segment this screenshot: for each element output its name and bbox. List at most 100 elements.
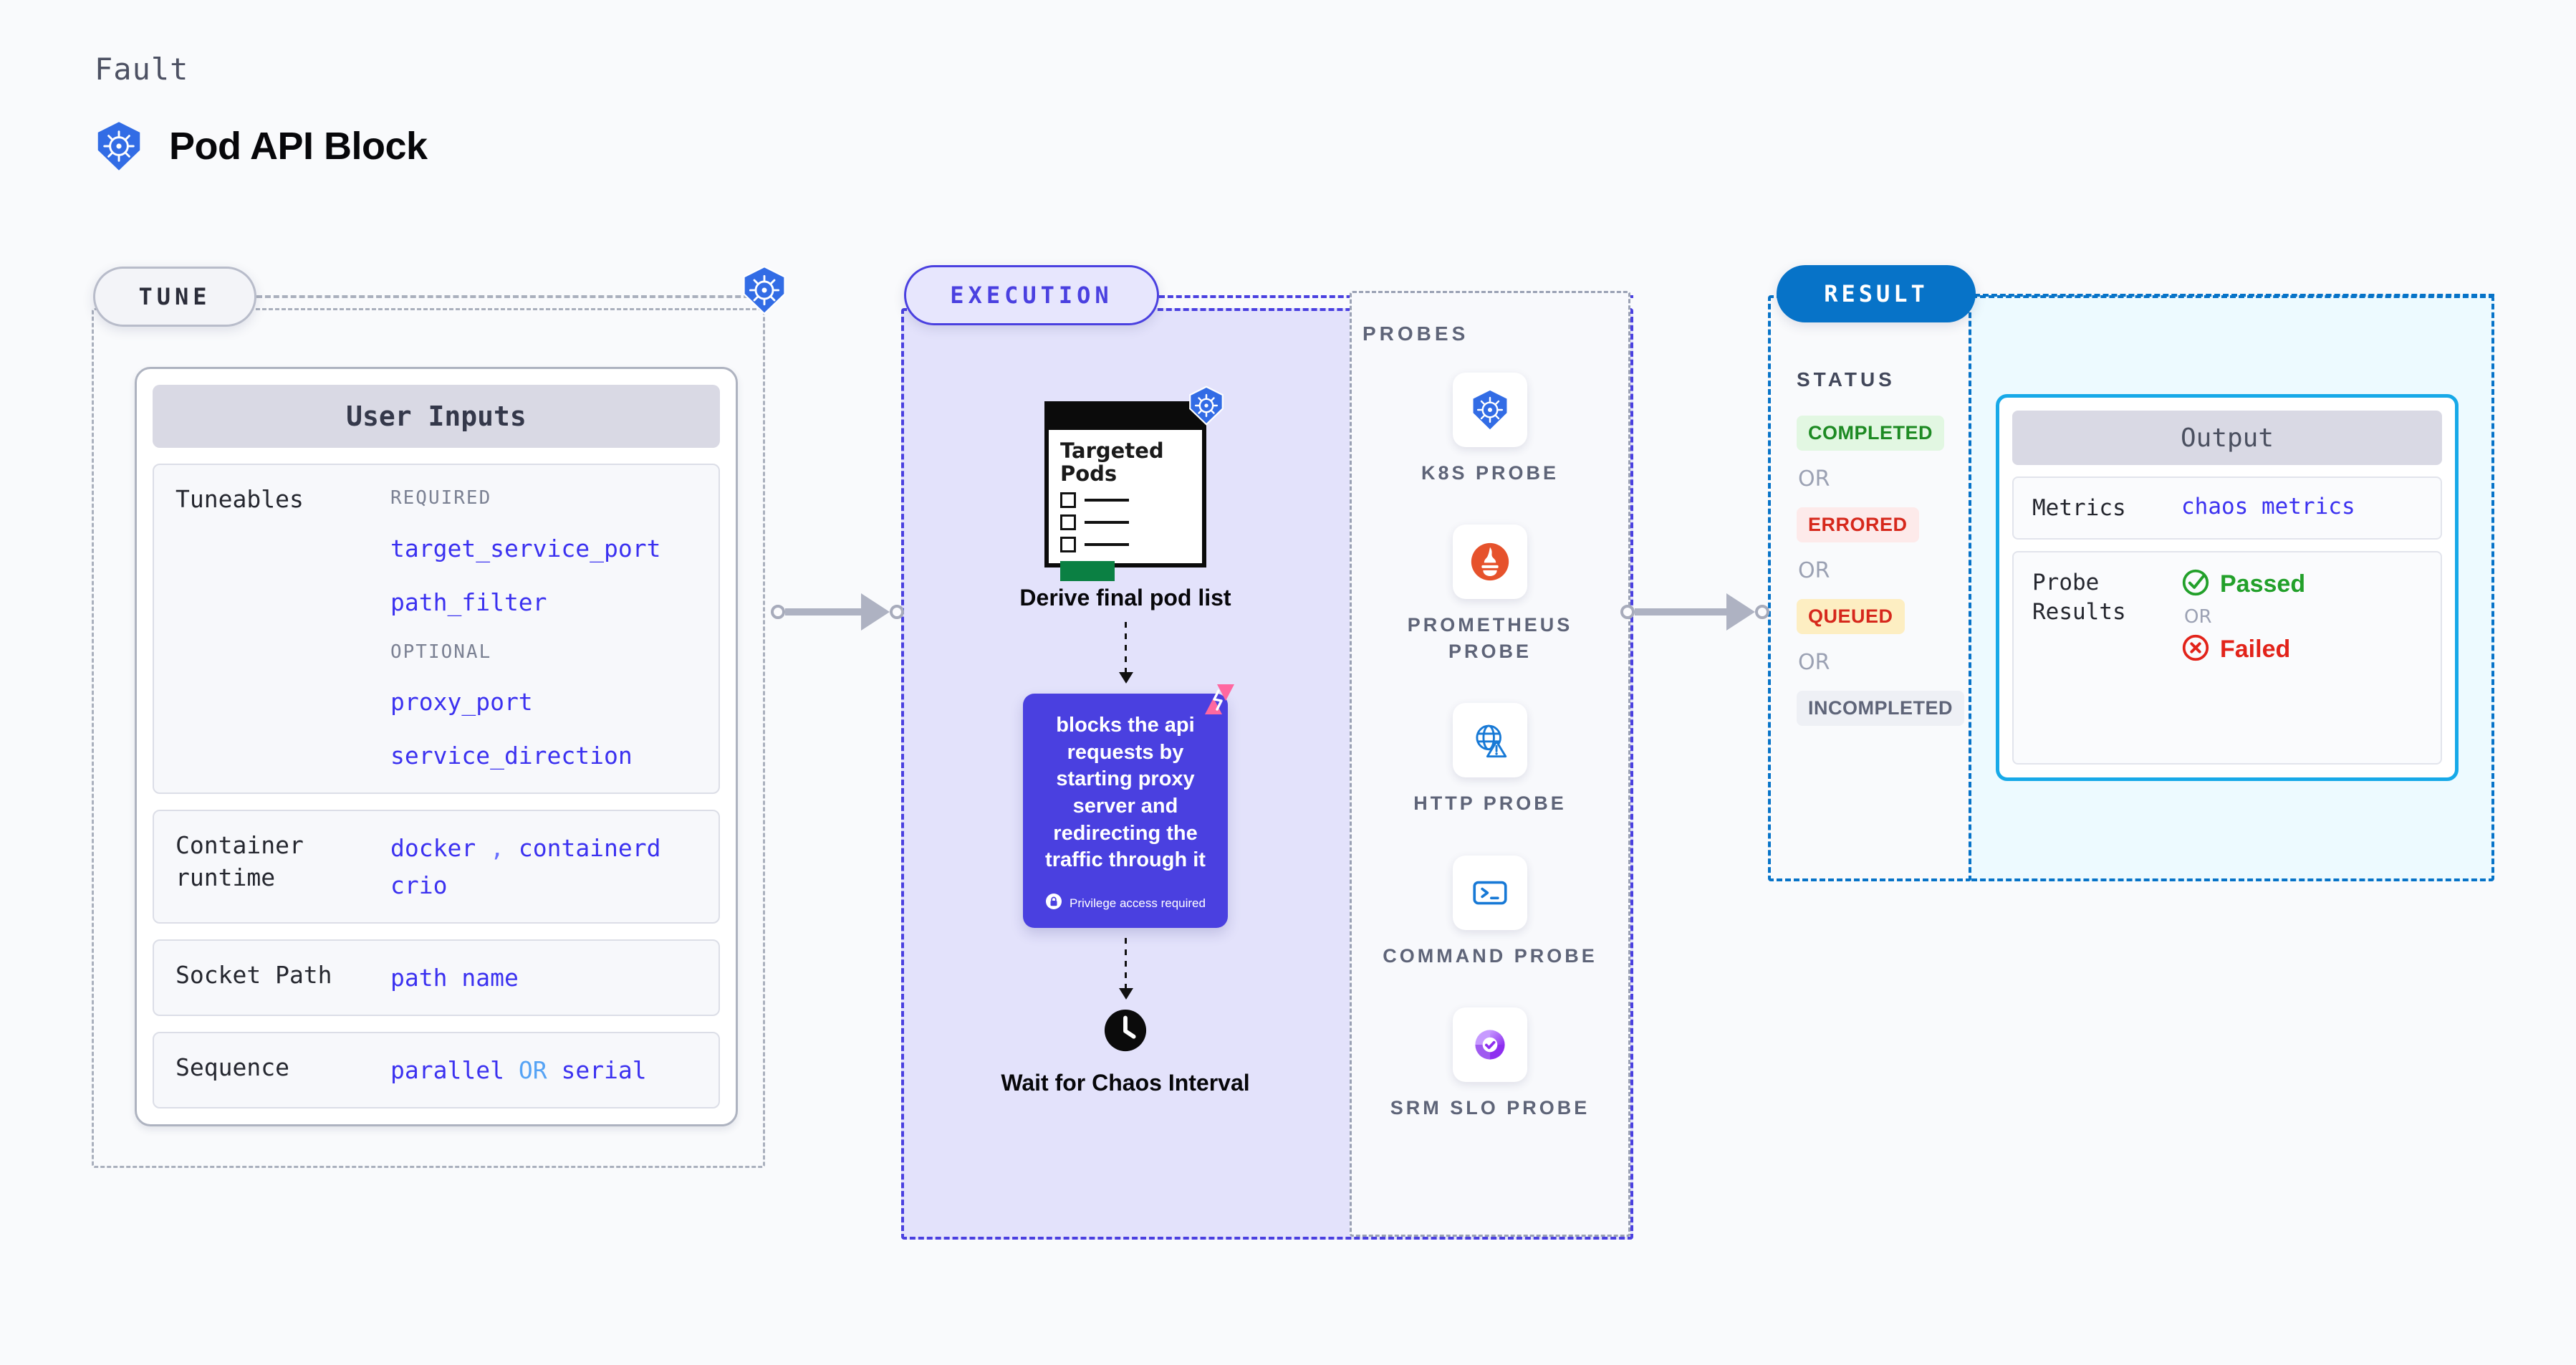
- status-badge-errored: ERRORED: [1797, 507, 1919, 542]
- socket-path-value[interactable]: path name: [390, 963, 519, 992]
- connector-end-dot: [890, 605, 904, 619]
- status-or: OR: [1798, 466, 1830, 492]
- probe-results-row: Probe Results Passed OR: [2012, 551, 2442, 765]
- socket-path-row: Socket Path path name: [153, 939, 720, 1016]
- tuneable-service-direction[interactable]: service_direction: [390, 742, 633, 770]
- pods-row: [1060, 514, 1191, 530]
- pods-row: [1060, 536, 1191, 552]
- probe-label: HTTP PROBE: [1413, 792, 1567, 815]
- runtime-crio[interactable]: crio: [390, 871, 448, 899]
- x-circle-icon: [2181, 633, 2210, 666]
- checkbox-icon: [1060, 492, 1076, 508]
- probe-label: PROMETHEUS PROBE: [1407, 614, 1573, 662]
- output-card: Output Metrics chaos metrics Probe Resul…: [1996, 394, 2459, 781]
- runtime-containerd[interactable]: containerd: [518, 834, 661, 863]
- flow-arrow: [1118, 938, 1133, 1000]
- probe-item-k8s[interactable]: K8S PROBE: [1383, 373, 1597, 486]
- status-list: STATUS COMPLETED OR ERRORED OR QUEUED OR…: [1797, 368, 1983, 726]
- connector-bar: [1635, 608, 1728, 616]
- tune-panel: [92, 308, 765, 1168]
- sequence-parallel[interactable]: parallel: [390, 1055, 504, 1084]
- metrics-label: Metrics: [2032, 495, 2126, 521]
- fault-kicker: Fault: [95, 52, 189, 87]
- probe-results-or: OR: [2184, 606, 2212, 628]
- connector-arrow-head: [1726, 593, 1755, 631]
- output-title: Output: [2012, 411, 2442, 465]
- status-badge-queued: QUEUED: [1797, 599, 1905, 634]
- sequence-operator: OR: [518, 1055, 547, 1084]
- probe-results-label: Probe Results: [2032, 570, 2126, 625]
- targeted-pods-card: Targeted Pods: [1044, 385, 1224, 581]
- action-description: blocks the api requests by starting prox…: [1045, 714, 1206, 872]
- flow-arrow-head: [1118, 988, 1133, 1000]
- container-runtime-row: Container runtime docker , containerd cr…: [153, 810, 720, 924]
- derive-pod-list-label: Derive final pod list: [1019, 585, 1231, 610]
- page-title: Pod API Block: [169, 125, 428, 168]
- probe-label: COMMAND PROBE: [1383, 944, 1597, 967]
- wait-for-chaos-interval-label: Wait for Chaos Interval: [1001, 1070, 1250, 1096]
- status-or: OR: [1798, 558, 1830, 583]
- status-badge-completed: COMPLETED: [1797, 416, 1945, 451]
- connector-start-dot: [771, 605, 785, 619]
- probe-results-values: Passed OR Failed: [2181, 568, 2305, 747]
- checkbox-icon: [1060, 514, 1076, 530]
- probe-item-http[interactable]: HTTP PROBE: [1383, 703, 1597, 816]
- failed-label: Failed: [2220, 636, 2291, 664]
- connector-execution-to-result: [1620, 593, 1769, 631]
- connector-arrow-head: [861, 593, 890, 631]
- pods-card-titlebar: [1049, 406, 1202, 430]
- container-runtime-values: docker , containerd crio: [390, 830, 661, 903]
- sequence-row: Sequence parallel OR serial: [153, 1031, 720, 1108]
- kubernetes-icon: [1453, 373, 1527, 447]
- user-inputs-card: User Inputs Tuneables REQUIRED target_se…: [135, 367, 738, 1126]
- result-status-region: [1768, 295, 1971, 881]
- privilege-note: Privilege access required: [1037, 893, 1213, 914]
- connector-start-dot: [1620, 605, 1635, 619]
- probe-item-srm-slo[interactable]: SRM SLO PROBE: [1383, 1007, 1597, 1121]
- probe-label: SRM SLO PROBE: [1390, 1097, 1590, 1119]
- tune-pill[interactable]: TUNE: [93, 267, 256, 327]
- passed-label: Passed: [2220, 570, 2306, 598]
- tune-leader-line: [256, 295, 766, 298]
- pods-line: [1085, 520, 1129, 524]
- sequence-serial[interactable]: serial: [561, 1055, 647, 1084]
- probes-list: K8S PROBE PROMETHEUS PROBE: [1350, 373, 1630, 1121]
- tuneable-target-service-port[interactable]: target_service_port: [390, 534, 661, 562]
- sequence-label: Sequence: [176, 1053, 289, 1081]
- tuneables-values: REQUIRED target_service_port path_filter…: [390, 484, 661, 774]
- socket-path-label: Socket Path: [176, 960, 332, 989]
- pods-line: [1085, 498, 1129, 502]
- probe-item-prometheus[interactable]: PROMETHEUS PROBE: [1383, 525, 1597, 664]
- tuneable-path-filter[interactable]: path_filter: [390, 588, 547, 616]
- probe-result-failed: Failed: [2181, 633, 2305, 666]
- probe-label: K8S PROBE: [1421, 462, 1559, 484]
- tuneables-row: Tuneables REQUIRED target_service_port p…: [153, 464, 720, 795]
- srm-slo-icon: [1453, 1007, 1527, 1083]
- probe-item-command[interactable]: COMMAND PROBE: [1383, 855, 1597, 969]
- tuneables-label: Tuneables: [176, 485, 304, 514]
- runtime-docker[interactable]: docker: [390, 834, 476, 863]
- execution-pill[interactable]: EXECUTION: [904, 265, 1159, 325]
- prometheus-icon: [1453, 525, 1527, 600]
- kubernetes-badge-icon: [1186, 385, 1226, 426]
- result-pill[interactable]: RESULT: [1777, 265, 1976, 322]
- connector-end-dot: [1755, 605, 1769, 619]
- tuneable-proxy-port[interactable]: proxy_port: [390, 688, 533, 717]
- metrics-value[interactable]: chaos metrics: [2181, 494, 2355, 519]
- flow-arrow-line: [1124, 938, 1127, 990]
- terminal-icon: [1453, 855, 1527, 930]
- kubernetes-icon: [93, 120, 145, 172]
- pods-progress-bar: [1060, 560, 1115, 581]
- pods-row: [1060, 492, 1191, 508]
- tuneables-optional-heading: OPTIONAL: [390, 641, 492, 663]
- metrics-row: Metrics chaos metrics: [2012, 476, 2442, 540]
- probe-result-passed: Passed: [2181, 568, 2305, 600]
- harness-icon: [1201, 684, 1236, 717]
- pods-card-body: Targeted Pods: [1049, 430, 1202, 591]
- lock-icon: [1045, 893, 1062, 914]
- checkbox-icon: [1060, 536, 1076, 552]
- status-title: STATUS: [1797, 368, 1895, 391]
- execution-flow: Targeted Pods Derive final pod list: [901, 385, 1350, 1097]
- flow-arrow-line: [1124, 622, 1127, 674]
